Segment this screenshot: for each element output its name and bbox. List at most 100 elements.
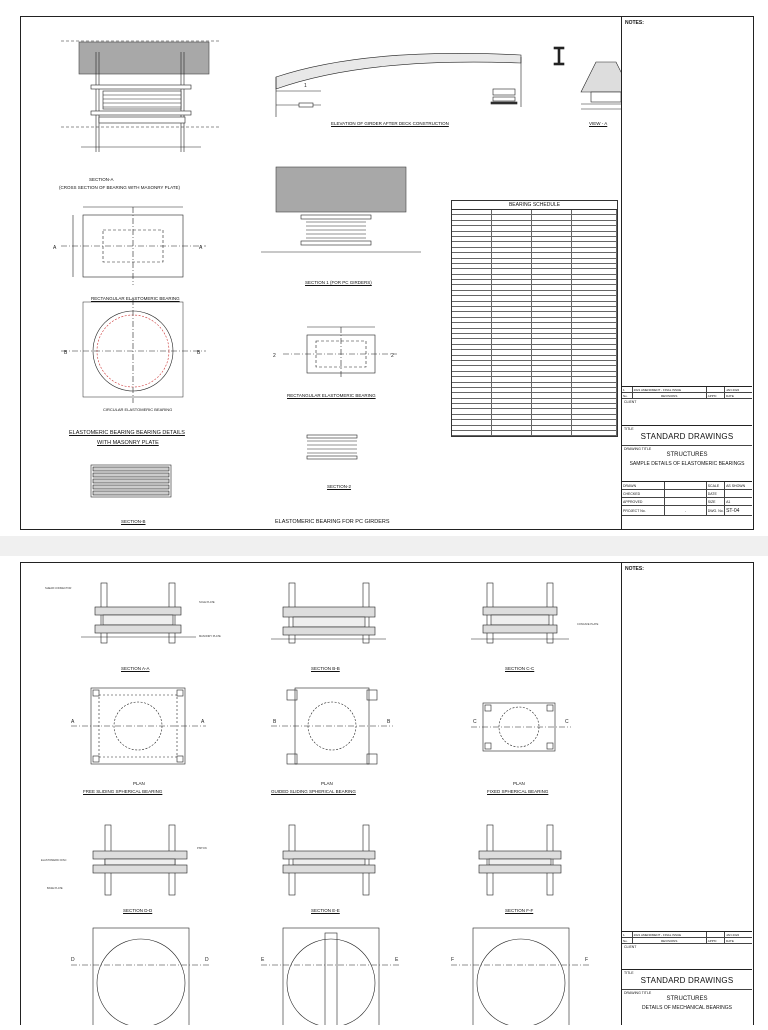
section-bb-label: SECTION B-B bbox=[311, 666, 340, 671]
checked-label: CHECKED bbox=[622, 490, 666, 497]
size-val: A1 bbox=[726, 499, 731, 504]
client-label: CLIENT bbox=[624, 400, 637, 404]
cut-ee-right: E bbox=[395, 957, 399, 963]
rev2-h-no: No. bbox=[622, 938, 633, 943]
date-val bbox=[725, 490, 752, 497]
cut-ee-left: E bbox=[261, 957, 265, 963]
size-label: SIZE bbox=[707, 498, 726, 505]
approved-val bbox=[665, 498, 707, 505]
cut-bb-left: B bbox=[273, 719, 277, 725]
drawing-area: A A B B 2 2 1 SECTION-A (CROSS SECTION O… bbox=[21, 17, 632, 529]
rect-bearing-1-label: RECTANGULAR ELASTOMERIC BEARING bbox=[91, 296, 180, 301]
approved-label: APPROVED bbox=[622, 498, 666, 505]
section-aa-label: SECTION A-A bbox=[121, 666, 150, 671]
revisions-table: 1 2021 AMENDMENT - FINAL ISSUE JAN 2022 … bbox=[622, 386, 752, 405]
elastomeric-disc-label: ELASTOMERIC DISC bbox=[41, 859, 67, 862]
cut-cc-left: C bbox=[473, 719, 477, 725]
cut-2-right: 2 bbox=[391, 353, 394, 359]
section-dd-label: SECTION D-D bbox=[123, 908, 153, 913]
rev-desc: 2021 AMENDMENT - FINAL ISSUE bbox=[633, 387, 707, 392]
project-no-val: - bbox=[665, 506, 707, 515]
section-1-label: SECTION 1 (FOR PC GIRDERS) bbox=[305, 280, 372, 285]
rev2-h-appd: APP'D bbox=[707, 938, 726, 943]
rev-h-desc: REVISIONS bbox=[633, 393, 707, 398]
plan-label-3: PLAN bbox=[513, 781, 525, 786]
bearing-schedule-title: BEARING SCHEDULE bbox=[452, 201, 617, 210]
title-label: TITLE bbox=[624, 427, 634, 431]
cut-b-right: B bbox=[197, 350, 201, 356]
drawing-subtitle-2: DETAILS OF MECHANICAL BEARINGS bbox=[641, 1005, 733, 1011]
guided-sliding-label: GUIDED SLIDING SPHERICAL BEARING bbox=[271, 789, 356, 794]
section-a-caption: (CROSS SECTION OF BEARING WITH MASONRY P… bbox=[59, 185, 181, 190]
base-plate-label: BASE PLATE bbox=[47, 887, 63, 890]
notes-heading-2: NOTES: bbox=[625, 566, 644, 572]
view-a-label: VIEW - A bbox=[589, 121, 608, 126]
cut-1-mark: 1 bbox=[304, 83, 307, 89]
drawing-sheet-elastomeric: A A B B 2 2 1 SECTION-A (CROSS SECTION O… bbox=[20, 16, 754, 530]
main-title-2: STANDARD DRAWINGS bbox=[640, 976, 734, 985]
title-section: TITLE STANDARD DRAWINGS DRAWING TITLE ST… bbox=[622, 425, 752, 531]
notes-heading: NOTES: bbox=[625, 20, 644, 26]
section-ee-label: SECTION E-E bbox=[311, 908, 340, 913]
cut-cc-right: C bbox=[565, 719, 569, 725]
cut-ff-right: F bbox=[585, 957, 588, 963]
cut-aa-left: A bbox=[71, 719, 75, 725]
rev-h-appd: APP'D bbox=[707, 393, 726, 398]
cut-b-left: B bbox=[64, 350, 68, 356]
dwg-no-label: DWG. No. bbox=[707, 506, 726, 515]
rev2-h-date: DATE bbox=[726, 938, 734, 943]
rev2-date: JAN 2022 bbox=[726, 932, 740, 937]
cut-a-right: A bbox=[199, 245, 203, 251]
title-block-2: NOTES: 1 2021 AMENDMENT - FINAL ISSUE JA… bbox=[621, 563, 752, 1025]
cut-a-left: A bbox=[53, 245, 57, 251]
rev-appd bbox=[707, 387, 726, 392]
rect-bearing-2-label: RECTANGULAR ELASTOMERIC BEARING bbox=[287, 393, 376, 398]
scale-val: AS SHOWN bbox=[726, 483, 746, 488]
cut-dd-right: D bbox=[205, 957, 209, 963]
drawing-subtitle: SAMPLE DETAILS OF ELASTOMERIC BEARINGS bbox=[629, 461, 745, 467]
rev-h-date: DATE bbox=[726, 393, 734, 398]
elastomeric-drawings-svg: A A B B 2 2 1 bbox=[53, 40, 632, 498]
cut-bb-right: B bbox=[387, 719, 391, 725]
rev2-no: 1 bbox=[622, 932, 633, 937]
date-label: DATE bbox=[707, 490, 726, 497]
checked-val bbox=[665, 490, 707, 497]
details-title-2: WITH MASONRY PLATE bbox=[97, 440, 159, 446]
cut-dd-left: D bbox=[71, 957, 75, 963]
plan-label-2: PLAN bbox=[321, 781, 333, 786]
scale-label: SCALE bbox=[707, 482, 726, 489]
section-a-label: SECTION-A bbox=[89, 177, 114, 182]
piston-label: PISTON bbox=[197, 847, 207, 850]
page-gap bbox=[0, 536, 768, 556]
shear-connector-label: SHEAR CONNECTOR bbox=[45, 587, 72, 590]
title-label-2: TITLE bbox=[624, 971, 634, 975]
mechanical-drawings-svg: A A B B C C D D E E F F bbox=[71, 582, 591, 1029]
bearing-schedule-table: BEARING SCHEDULE bbox=[451, 200, 618, 438]
section-2-label: SECTION-2 bbox=[327, 484, 352, 489]
title-block-1: NOTES: 1 2021 AMENDMENT - FINAL ISSUE JA… bbox=[621, 17, 752, 529]
pc-girders-title: ELASTOMERIC BEARING FOR PC GIRDERS bbox=[275, 519, 390, 525]
fixed-spherical-label: FIXED SPHERICAL BEARING bbox=[487, 789, 549, 794]
rev2-appd bbox=[707, 932, 726, 937]
main-title: STANDARD DRAWINGS bbox=[640, 432, 734, 441]
project-no-label: PROJECT No. bbox=[622, 506, 666, 515]
concave-plate-label: CONCAVE PLATE bbox=[577, 623, 599, 626]
cut-2-left: 2 bbox=[273, 353, 276, 359]
rev-no: 1 bbox=[622, 387, 633, 392]
rev2-h-desc: REVISIONS bbox=[633, 938, 707, 943]
elevation-girder-label: ELEVATION OF GIRDER AFTER DECK CONSTRUCT… bbox=[331, 121, 449, 126]
masonry-plate-label: MASONRY PLATE bbox=[199, 635, 221, 638]
circular-bearing-label: CIRCULAR ELASTOMERIC BEARING bbox=[103, 407, 173, 412]
client-label-2: CLIENT bbox=[624, 945, 637, 949]
drawing-title: STRUCTURES bbox=[666, 452, 708, 458]
drawing-title-label: DRAWING TITLE bbox=[624, 447, 652, 451]
drawn-val bbox=[665, 482, 707, 489]
details-title-1: ELASTOMERIC BEARING BEARING DETAILS bbox=[69, 430, 185, 436]
revisions-table-2: 1 2021 AMENDMENT - FINAL ISSUE JAN 2022 … bbox=[622, 931, 752, 950]
rev-date: JAN 2022 bbox=[726, 387, 740, 392]
cut-aa-right: A bbox=[201, 719, 205, 725]
note-line bbox=[627, 28, 749, 31]
rev-h-no: No. bbox=[622, 393, 633, 398]
dwg-no-val: ST-04 bbox=[726, 507, 740, 514]
section-ff-label: SECTION F-F bbox=[505, 908, 534, 913]
